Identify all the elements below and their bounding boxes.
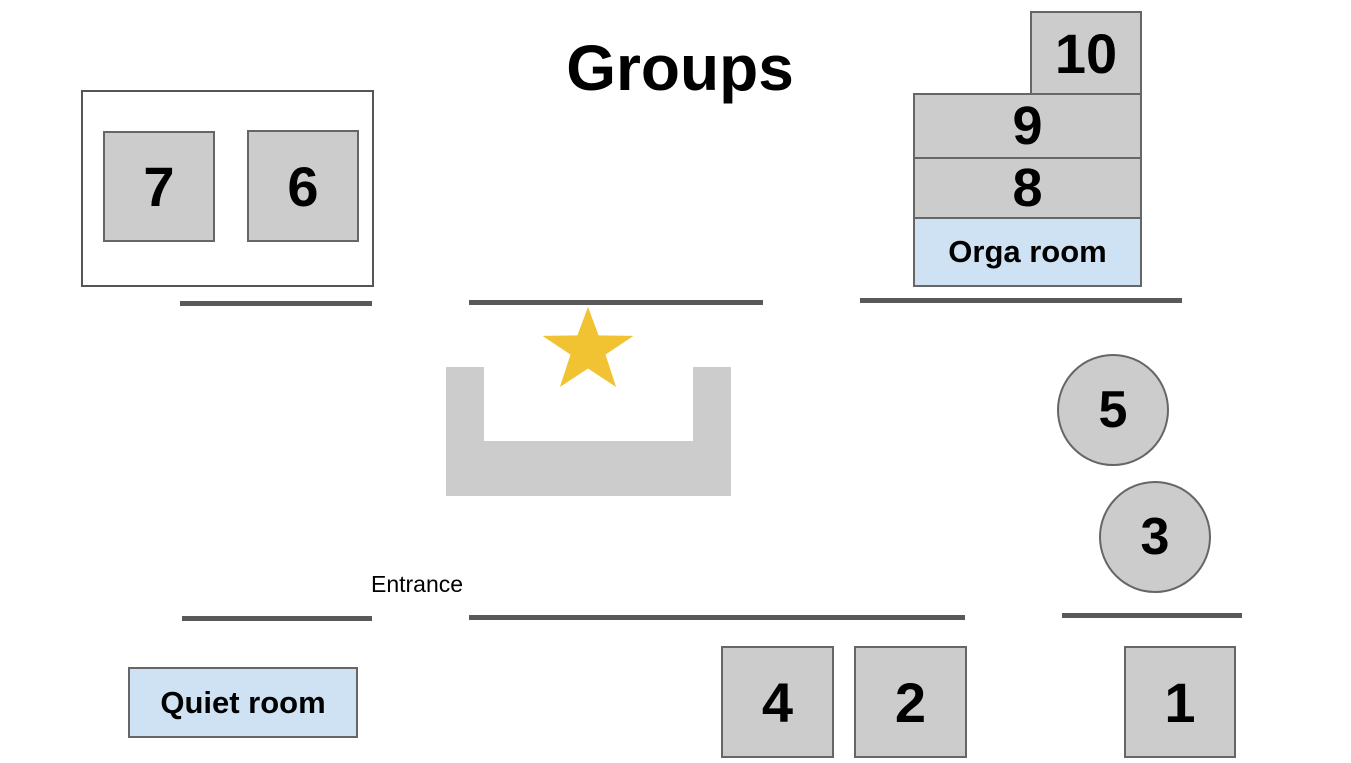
- u-table-base: [446, 441, 731, 496]
- wall-lower-center: [469, 615, 965, 620]
- group-6[interactable]: 6: [247, 130, 359, 242]
- group-9[interactable]: 9: [913, 93, 1142, 159]
- group-1[interactable]: 1: [1124, 646, 1236, 758]
- group-5[interactable]: 5: [1057, 354, 1169, 466]
- wall-upper-right: [860, 298, 1182, 303]
- wall-upper-center: [469, 300, 763, 305]
- group-8[interactable]: 8: [913, 157, 1142, 219]
- group-2[interactable]: 2: [854, 646, 967, 758]
- star-icon: [540, 305, 636, 389]
- entrance-label: Entrance: [371, 571, 464, 597]
- group-7[interactable]: 7: [103, 131, 215, 242]
- quiet-room[interactable]: Quiet room: [128, 667, 358, 738]
- group-4[interactable]: 4: [721, 646, 834, 758]
- group-10[interactable]: 10: [1030, 11, 1142, 95]
- group-3[interactable]: 3: [1099, 481, 1211, 593]
- wall-lower-left: [182, 616, 372, 621]
- wall-lower-right: [1062, 613, 1242, 618]
- page-title: Groups: [566, 32, 794, 104]
- orga-room[interactable]: Orga room: [913, 217, 1142, 287]
- wall-upper-left: [180, 301, 372, 306]
